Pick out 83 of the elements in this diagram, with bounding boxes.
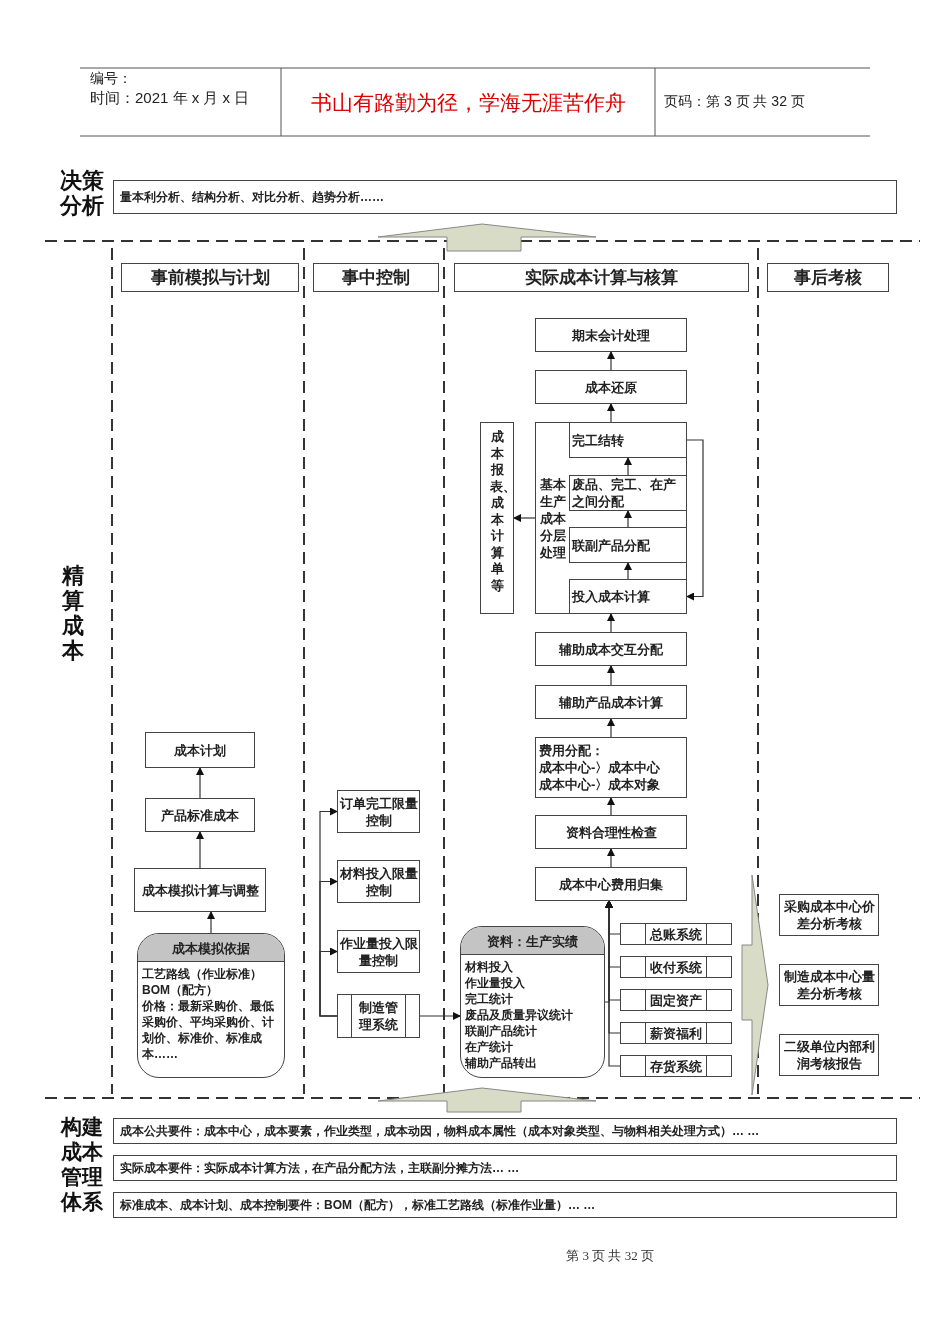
text-bar: 实际成本要件：实际成本计算方法，在产品分配方法，主联副分摊方法… … (113, 1155, 897, 1181)
process-box: 制造成本中心量差分析考核 (779, 964, 879, 1006)
box-header: 成本模拟依据 (138, 934, 284, 962)
arrow (319, 947, 338, 1017)
header-text: 时间：2021 年 x 月 x 日 (90, 89, 251, 108)
header-text: 页码：第 3 页 共 32 页 (664, 93, 806, 111)
system-box: 固定资产 (620, 989, 732, 1011)
text-bar: 标准成本、成本计划、成本控制要件：BOM（配方），标准工艺路线（标准作业量）… … (113, 1192, 897, 1218)
arrow (207, 911, 215, 934)
arrow (607, 665, 615, 686)
process-box: 资料合理性检查 (535, 815, 687, 849)
box-text: 废品及质量异议统计 (464, 1007, 574, 1023)
system-box: 存货系统 (620, 1055, 732, 1077)
box-text: 价格：最新采购价、最低采购价、平均采购价、计划价、标准价、标准成本…… (141, 998, 275, 1062)
column-header: 事中控制 (313, 263, 439, 292)
arrow (686, 439, 704, 601)
arrow (196, 767, 204, 799)
system-box: 制造管理系统 (337, 994, 420, 1038)
arrow (607, 718, 615, 738)
box-text: 在产统计 (464, 1039, 514, 1055)
box-text: 完工统计 (464, 991, 514, 1007)
arrow (607, 351, 615, 371)
arrow (624, 562, 632, 580)
process-box: 辅助产品成本计算 (535, 685, 687, 719)
box-text: 材料投入 (464, 959, 514, 975)
header-text: 编号： (90, 70, 133, 88)
group-box (535, 422, 687, 614)
section-title: 精算成本 (60, 563, 85, 663)
process-box: 投入成本计算 (569, 579, 687, 614)
arrow (607, 797, 615, 816)
arrow (624, 510, 632, 528)
rounded-box (137, 933, 285, 1078)
group-label: 基本生产成本分层处理 (538, 475, 567, 562)
column-header: 事后考核 (767, 263, 889, 292)
process-box: 成本报表、成本计算单等 (480, 422, 514, 614)
arrow (419, 1012, 461, 1020)
text-bar: 量本利分析、结构分析、对比分析、趋势分析…… (113, 180, 897, 214)
process-box: 成本中心费用归集 (535, 867, 687, 901)
box-text: 成本中心-〉成本中心 (539, 759, 661, 776)
arrow (196, 831, 204, 869)
arrow (624, 457, 632, 476)
box-text: 费用分配： (539, 742, 604, 759)
process-box: 成本模拟计算与调整 (134, 868, 266, 912)
process-box: 采购成本中心价差分析考核 (779, 894, 879, 936)
box-text: 辅助产品转出 (463, 1055, 538, 1071)
process-box: 作业量投入限量控制 (337, 930, 420, 973)
process-box: 辅助成本交互分配 (535, 632, 687, 666)
block-arrow (377, 223, 597, 252)
text-bar: 成本公共要件：成本中心，成本要素，作业类型，成本动因，物料成本属性（成本对象类型、与物料相关处理方式）… … (113, 1118, 897, 1144)
block-arrow (741, 874, 769, 1096)
process-box: 联副产品分配 (569, 527, 687, 563)
process-box: 成本计划 (145, 732, 255, 768)
block-arrow (377, 1087, 597, 1113)
rounded-box (460, 926, 605, 1078)
arrow (513, 514, 536, 522)
process-box: 订单完工限量控制 (337, 790, 420, 833)
page-footer: 第 3 页 共 32 页 (520, 1247, 700, 1265)
box-text: 成本中心-〉成本对象 (539, 776, 661, 793)
system-box: 总账系统 (620, 923, 732, 945)
arrow (607, 403, 615, 423)
process-box: 废品、完工、在产之间分配 (569, 475, 687, 511)
arrow (605, 900, 621, 1067)
system-box: 薪资福利 (620, 1022, 732, 1044)
header-text: 书山有路勤为径，学海无涯苦作舟 (309, 90, 627, 116)
box-text: 联副产品统计 (463, 1023, 538, 1039)
box-header: 资料：生产实绩 (461, 927, 604, 955)
arrow (607, 848, 615, 868)
process-box: 二级单位内部利润考核报告 (779, 1034, 879, 1076)
arrow (607, 613, 615, 633)
process-box: 材料投入限量控制 (337, 860, 420, 903)
box-text: 作业量投入 (464, 975, 526, 991)
box-text: 工艺路线（作业标准） (141, 966, 263, 982)
box-text: BOM（配方） (141, 982, 219, 998)
process-box: 完工结转 (569, 422, 687, 458)
process-box (535, 737, 687, 798)
column-header: 事前模拟与计划 (121, 263, 299, 292)
system-box: 收付系统 (620, 956, 732, 978)
column-header: 实际成本计算与核算 (454, 263, 749, 292)
process-box: 期末会计处理 (535, 318, 687, 352)
process-box: 产品标准成本 (145, 798, 255, 832)
process-box: 成本还原 (535, 370, 687, 404)
section-title: 构建成本管理体系 (59, 1114, 104, 1214)
section-title: 决策分析 (59, 168, 105, 218)
